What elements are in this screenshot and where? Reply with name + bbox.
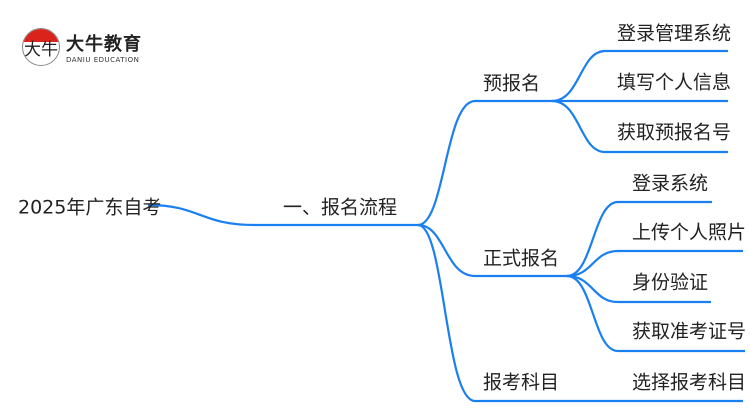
leaf-connector bbox=[551, 99, 728, 154]
leaf-node: 上传个人照片 bbox=[632, 221, 747, 244]
leaf-node: 获取预报名号 bbox=[617, 121, 732, 144]
level1-node: 一、报名流程 bbox=[283, 196, 398, 219]
branch-subject-selection: 报考科目 bbox=[483, 371, 560, 394]
logo-mark-text: 大牛 bbox=[24, 39, 58, 60]
leaf-connector bbox=[566, 274, 711, 304]
logo-mark-icon: 大牛 bbox=[22, 28, 60, 66]
leaf-node: 登录系统 bbox=[632, 172, 709, 195]
leaf-connector bbox=[551, 49, 728, 103]
branch-connector-pre bbox=[417, 99, 552, 227]
branch-formal-registration: 正式报名 bbox=[483, 247, 560, 270]
logo: 大牛 大牛教育 DANIU EDUCATION bbox=[22, 28, 142, 66]
leaf-connector bbox=[566, 249, 743, 278]
leaf-node: 登录管理系统 bbox=[617, 22, 732, 45]
leaf-connector bbox=[566, 274, 745, 353]
branch-connector-formal bbox=[417, 223, 567, 278]
branch-pre-registration: 预报名 bbox=[483, 72, 541, 95]
root-connector bbox=[147, 203, 418, 227]
leaf-node: 选择报考科目 bbox=[632, 371, 747, 394]
leaf-node: 身份验证 bbox=[632, 271, 709, 294]
leaf-connector bbox=[566, 200, 712, 278]
root-node: 2025年广东自考 bbox=[18, 196, 162, 219]
branch-connector-subject bbox=[417, 223, 743, 403]
leaf-node: 获取准考证号 bbox=[632, 320, 747, 343]
leaf-node: 填写个人信息 bbox=[617, 71, 732, 94]
logo-name-en: DANIU EDUCATION bbox=[66, 56, 140, 64]
logo-name-cn: 大牛教育 bbox=[66, 34, 142, 55]
